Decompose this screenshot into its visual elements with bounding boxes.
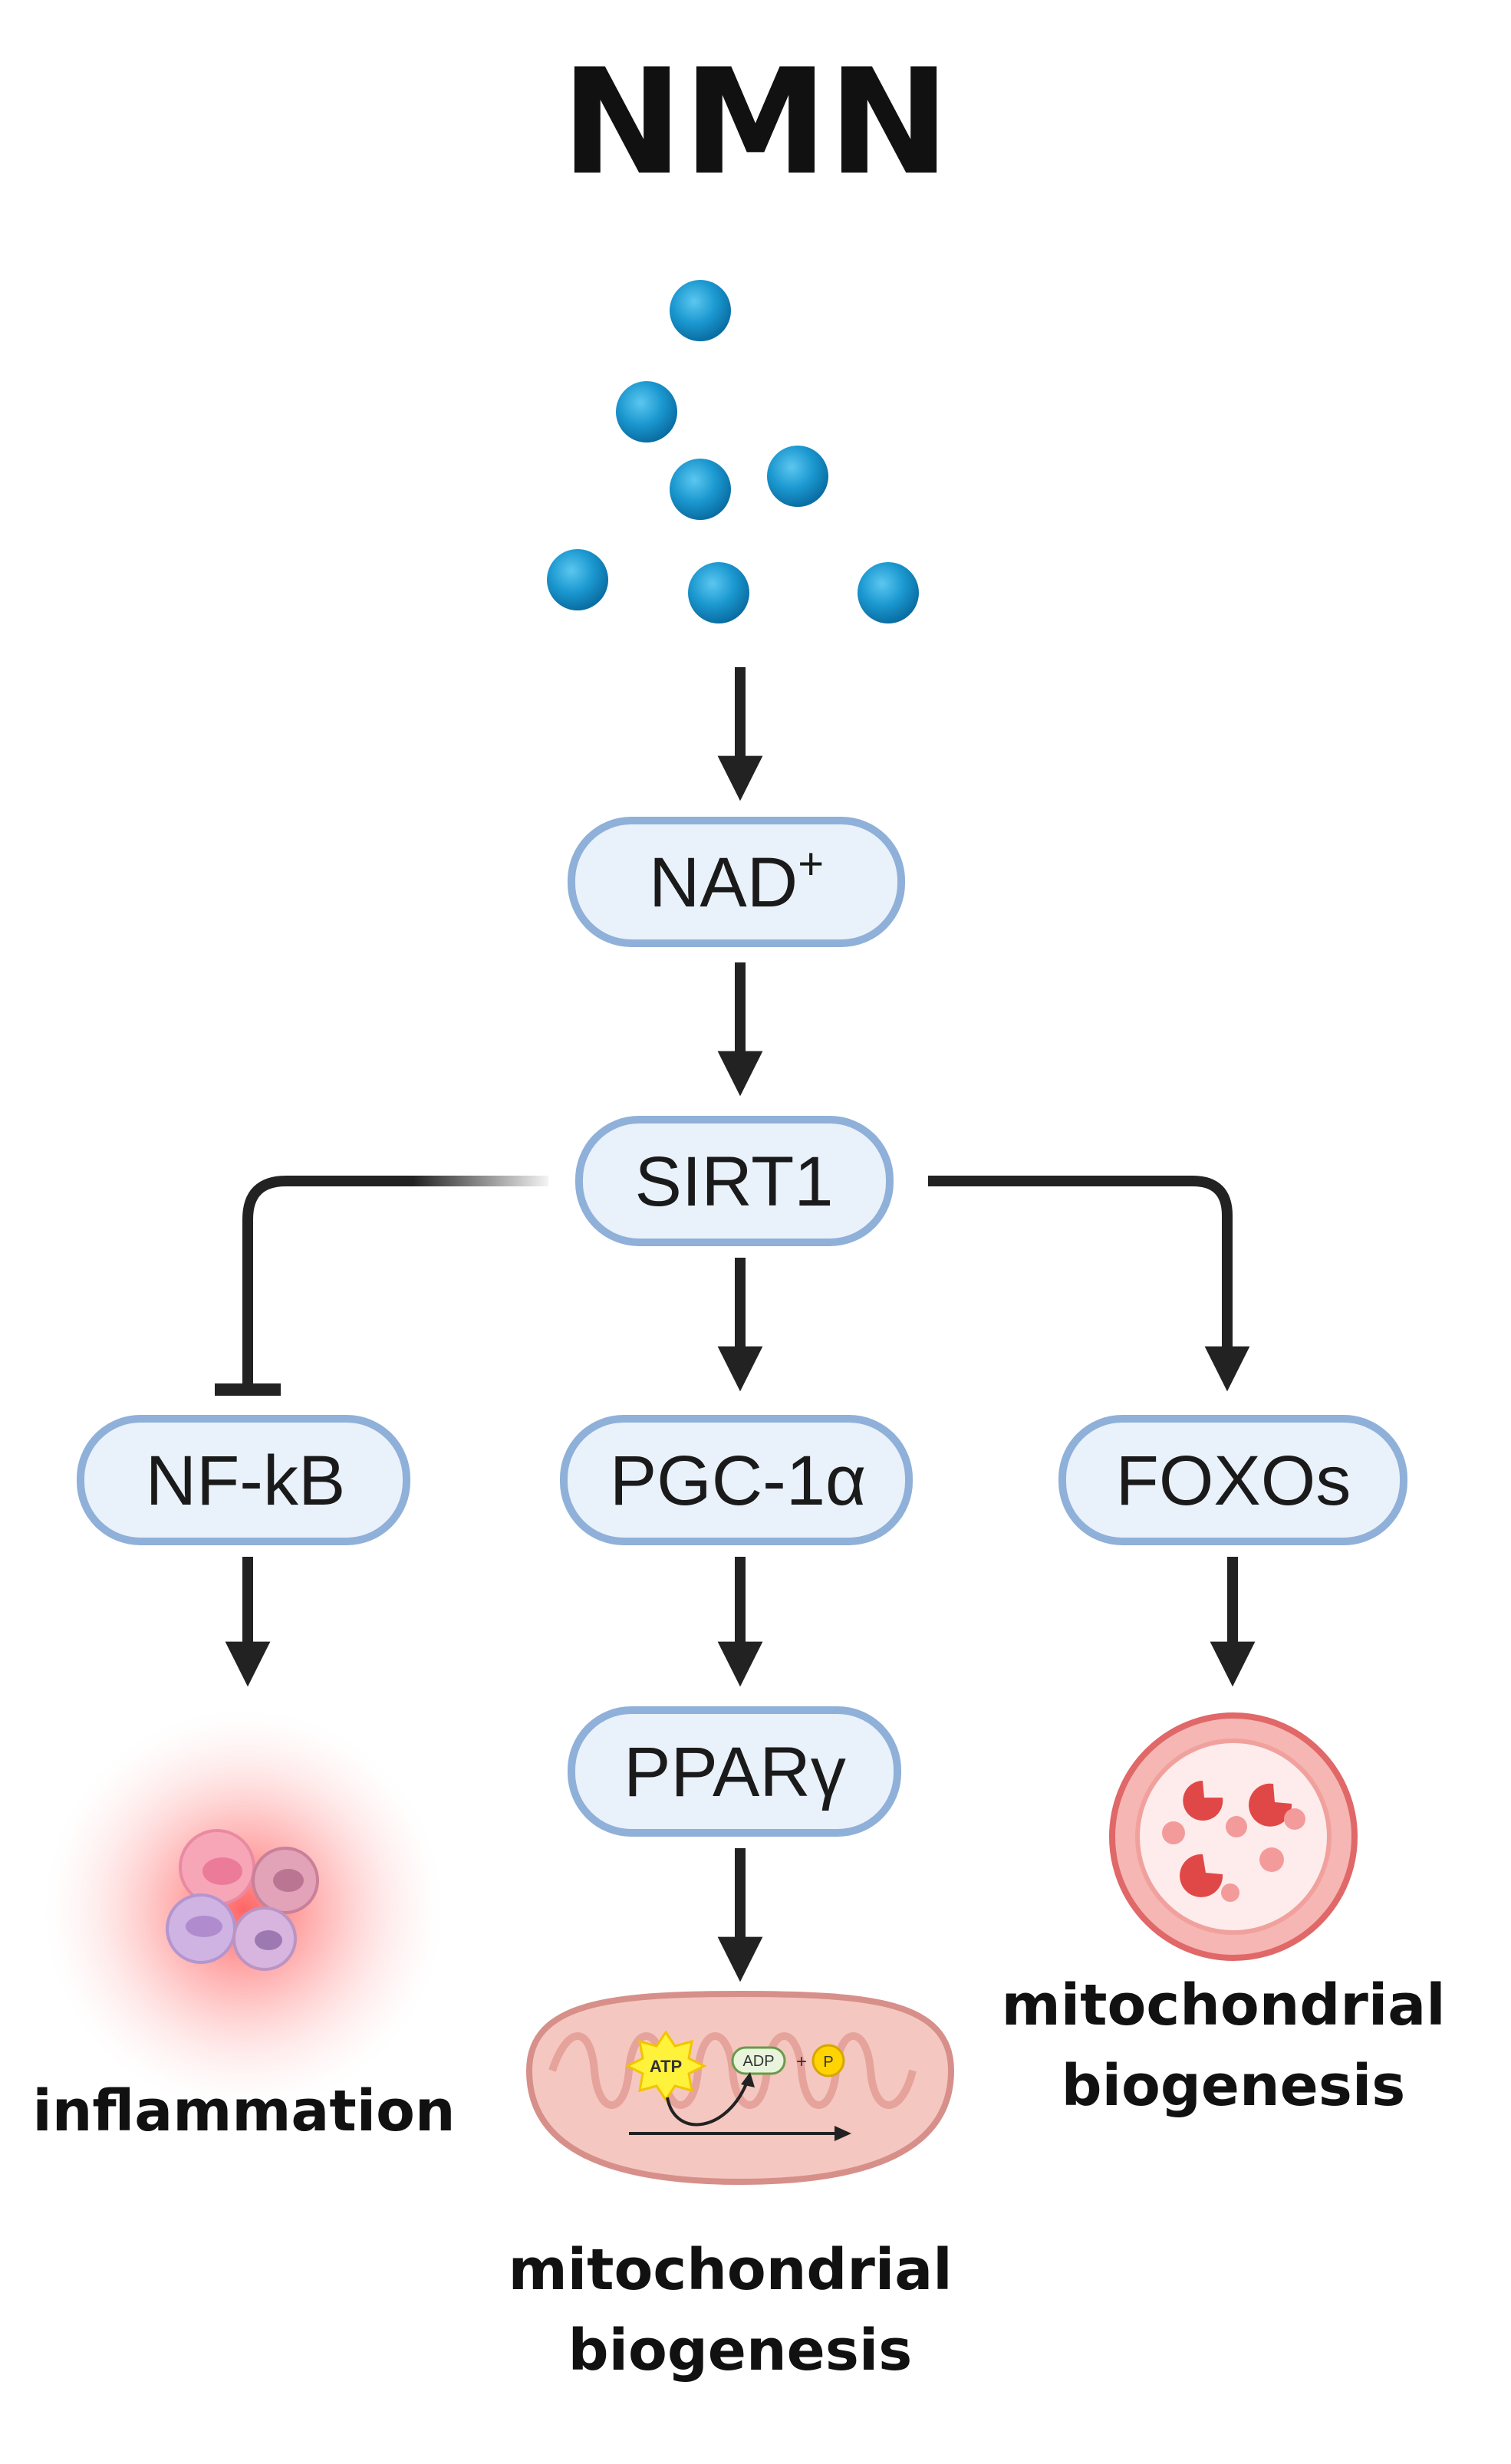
inflammation-glow xyxy=(44,1710,443,2109)
node-foxos-box xyxy=(1058,1415,1407,1545)
node-sirt1-label: SIRT1 xyxy=(634,1143,833,1221)
immune-cell-nucleus xyxy=(255,1930,282,1950)
node-ppary-box xyxy=(568,1706,901,1837)
mitochondrion-icon: ATP ADP + P xyxy=(525,1990,955,2186)
organelle-cross-section-icon xyxy=(1109,1712,1358,1961)
svg-text:mitochondrial biogenesis: mitochondrial biogenesis xyxy=(509,2237,973,2383)
pathway-arrows xyxy=(225,667,1256,1982)
immune-cell-nucleus xyxy=(273,1869,304,1892)
arrow-sirt1-to-foxos xyxy=(928,1176,1250,1392)
molecule-dot xyxy=(858,562,919,623)
particle-large xyxy=(1183,1781,1223,1821)
particle-large xyxy=(1180,1854,1223,1897)
atp-burst-icon xyxy=(624,2030,707,2102)
node-nad-superscript: + xyxy=(798,839,824,889)
proton-arrow-head xyxy=(835,2126,851,2141)
reaction-arrow xyxy=(666,2079,749,2127)
node-sirt1-box xyxy=(575,1116,894,1246)
outcome-mito-center-line1: mitochondrial xyxy=(509,2237,953,2303)
node-foxos-label: FOXOs xyxy=(1116,1442,1351,1520)
molecule-dot xyxy=(688,562,749,623)
node-nfkb-label: NF-kB xyxy=(146,1442,346,1520)
svg-text:mitochondrial biogenesis: mitochondrial biogenesis xyxy=(1002,1972,1466,2119)
outcome-mito-right-line2: biogenesis xyxy=(1062,2053,1406,2119)
outcome-mito-center-line2: biogenesis xyxy=(568,2318,913,2383)
molecule-dot xyxy=(547,549,608,610)
node-nfkb-box xyxy=(77,1415,410,1545)
node-nad-box xyxy=(568,817,905,947)
atp-label: ATP xyxy=(650,2057,682,2076)
outcome-inflammation: inflammation xyxy=(32,2078,455,2144)
svg-text:NAD+: NAD+ xyxy=(649,839,824,922)
particle-small xyxy=(1162,1821,1185,1844)
nmn-molecule-icon xyxy=(547,280,919,623)
particle-small xyxy=(1226,1816,1247,1837)
node-ppary: PPARγ xyxy=(568,1706,901,1837)
molecule-dot xyxy=(616,381,677,442)
immune-cell-nucleus xyxy=(186,1916,222,1937)
inhibition-sirt1-nfkb xyxy=(215,1176,548,1396)
node-pgc1a-box xyxy=(560,1415,913,1545)
adp-label: ADP xyxy=(742,2053,774,2070)
molecule-dot xyxy=(670,280,731,341)
reaction-arrow-head xyxy=(741,2072,755,2087)
node-nad-label: NAD xyxy=(649,844,798,922)
outcome-mito-right-line1: mitochondrial xyxy=(1002,1972,1446,2038)
particle-small xyxy=(1284,1808,1305,1830)
node-foxos: FOXOs xyxy=(1058,1415,1407,1545)
adp-pill xyxy=(731,2046,786,2075)
molecule-dot xyxy=(767,446,828,507)
inflammation-cells-icon xyxy=(44,1710,443,2109)
particle-large xyxy=(1249,1783,1292,1827)
inhibition-line xyxy=(242,1176,548,1388)
molecule-dot xyxy=(670,459,731,520)
mitochondrion-outer xyxy=(525,1990,955,2186)
diagram-title: NMN xyxy=(561,38,950,207)
mitochondrion-cristae xyxy=(548,2032,917,2109)
particle-small xyxy=(1259,1847,1284,1872)
particle-small xyxy=(1221,1883,1239,1902)
node-nfkb: NF-kB xyxy=(77,1415,410,1545)
plus-label: + xyxy=(796,2051,807,2072)
phosphate-label: P xyxy=(823,2054,833,2071)
node-pgc1a-label: PGC-1α xyxy=(610,1442,866,1520)
immune-cell-nucleus xyxy=(202,1857,242,1885)
node-ppary-label: PPARγ xyxy=(624,1733,846,1811)
node-sirt1: SIRT1 xyxy=(575,1116,894,1246)
node-nad: NAD+ xyxy=(568,817,905,947)
phosphate-icon xyxy=(811,2044,845,2077)
node-pgc1a: PGC-1α xyxy=(560,1415,913,1545)
